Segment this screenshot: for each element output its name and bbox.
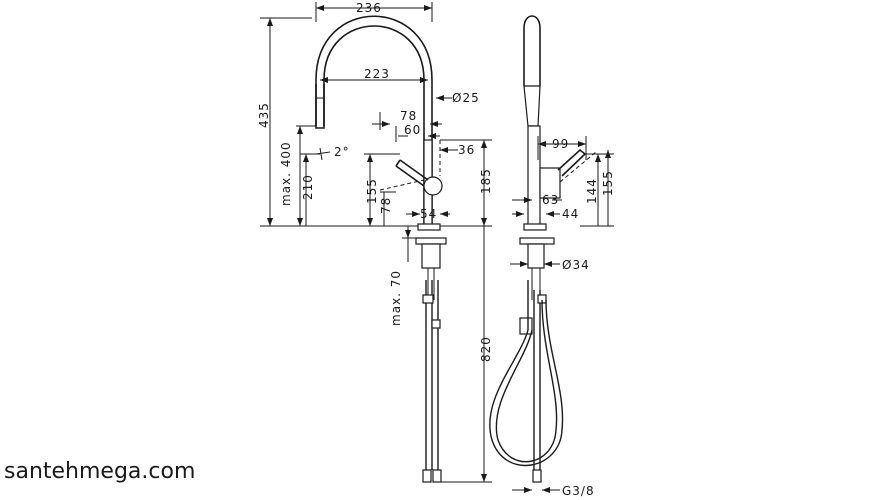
dim-angle-2: 2° bbox=[334, 145, 350, 159]
dim-60: 60 bbox=[404, 123, 421, 137]
dim-78-low: 78 bbox=[379, 197, 393, 214]
front-spout-inner bbox=[323, 25, 425, 226]
side-spout bbox=[523, 15, 541, 86]
dim-99: 99 bbox=[552, 137, 569, 151]
dim-d25: Ø25 bbox=[452, 91, 480, 105]
dim-78-top: 78 bbox=[400, 109, 417, 123]
front-spout-outer bbox=[315, 15, 433, 226]
front-view: 236 223 435 max. 400 210 2° bbox=[257, 1, 493, 483]
dim-435: 435 bbox=[257, 102, 271, 128]
dim-36: 36 bbox=[458, 143, 475, 157]
dim-210: 210 bbox=[301, 174, 315, 200]
side-hose-loop bbox=[489, 280, 564, 467]
dim-d34: Ø34 bbox=[562, 258, 590, 272]
dim-63: 63 bbox=[542, 193, 559, 207]
dim-185: 185 bbox=[479, 168, 493, 194]
dim-144: 144 bbox=[585, 178, 599, 204]
dim-236: 236 bbox=[356, 1, 382, 15]
side-mount-plate bbox=[519, 237, 555, 245]
dim-54: 54 bbox=[420, 207, 437, 221]
dim-155-front: 155 bbox=[365, 178, 379, 204]
side-handle-lever bbox=[557, 148, 587, 177]
front-spray-head bbox=[315, 84, 325, 129]
front-mount-plate bbox=[415, 237, 447, 245]
dim-max-70: max. 70 bbox=[389, 270, 403, 326]
dim-155-side: 155 bbox=[601, 170, 615, 196]
dim-44: 44 bbox=[562, 207, 579, 221]
side-handle-block bbox=[539, 167, 561, 199]
front-handle-lever bbox=[399, 159, 429, 181]
dim-g38: G3/8 bbox=[562, 484, 595, 498]
dim-223: 223 bbox=[364, 67, 390, 81]
side-view: 99 144 155 63 44 Ø34 G3/8 bbox=[489, 15, 615, 498]
watermark-text: santehmega.com bbox=[4, 459, 195, 484]
dim-max-400: max. 400 bbox=[279, 141, 293, 206]
dim-820: 820 bbox=[479, 336, 493, 362]
